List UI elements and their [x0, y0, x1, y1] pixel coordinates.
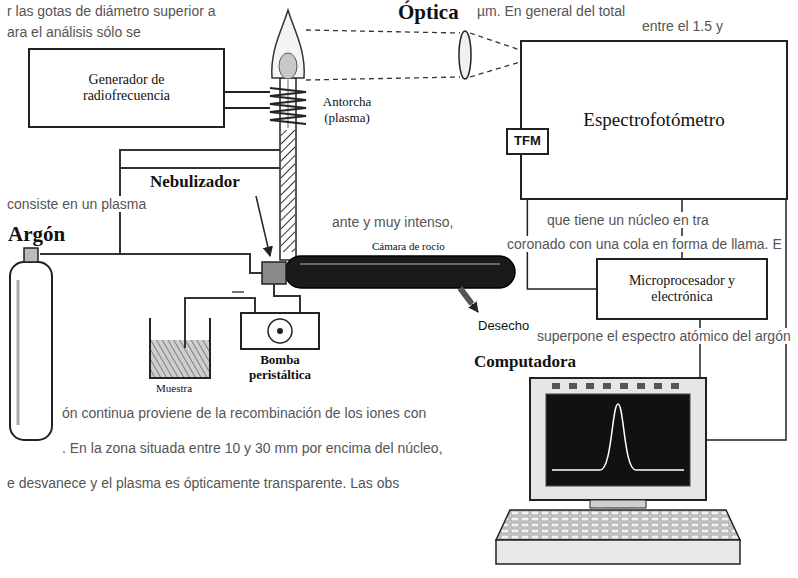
optical-path-part	[306, 30, 460, 33]
drain-part	[460, 288, 472, 304]
computer-part	[546, 394, 690, 486]
optical-path-part	[306, 77, 460, 80]
screen-icon	[637, 383, 645, 389]
computer-part	[530, 378, 706, 500]
computer-part	[496, 540, 740, 564]
pointer-arrow	[256, 196, 270, 256]
rf-wires-part	[225, 107, 270, 109]
page-text: ante y muy intenso,	[330, 214, 455, 230]
lens	[459, 31, 471, 79]
spectrometer-box: Espectrofotómetro	[520, 40, 788, 200]
argon-cylinder-part	[10, 262, 52, 440]
torch-part	[272, 10, 304, 78]
pump-housing	[240, 312, 320, 350]
sample-beaker-part	[151, 340, 209, 377]
argon-cylinder-part	[24, 248, 38, 262]
optical-path-part	[470, 33, 520, 50]
spray-chamber	[285, 256, 515, 288]
node-text: Espectrofotómetro	[583, 109, 724, 131]
page-text: e desvanece y el plasma es ópticamente t…	[5, 475, 401, 491]
optical-path-part	[470, 62, 520, 77]
torch-part	[270, 88, 306, 124]
mark	[232, 291, 244, 293]
torch-part	[279, 53, 297, 79]
section-label: Óptica	[398, 0, 459, 25]
page-text: r las gotas de diámetro superior a	[5, 3, 218, 19]
processor-box: Microprocesador y electrónica	[596, 258, 768, 320]
torch-part	[281, 130, 295, 252]
drain-part	[472, 304, 478, 312]
page-text: ón continua proviene de la recombinación…	[60, 405, 428, 421]
screen-icon	[569, 383, 577, 389]
optical-path	[306, 30, 520, 80]
computer-part	[496, 510, 740, 540]
gas-lines-part	[120, 167, 280, 169]
part-label: Muestra	[156, 382, 192, 394]
rotor	[268, 319, 292, 343]
node-text: Generador de radiofrecuencia	[67, 72, 187, 104]
page-text: . En la zona situada entre 10 y 30 mm po…	[60, 440, 445, 456]
screen-icon	[620, 383, 628, 389]
page-text: coronado con una cola en forma de llama.…	[505, 236, 784, 252]
screen-icon	[586, 383, 594, 389]
pump-box: Bomba peristáltica	[232, 312, 328, 383]
pump-rotor	[242, 314, 318, 348]
screen-icon	[552, 383, 560, 389]
detector-box: TFM	[506, 128, 549, 155]
rf-wires-part	[225, 91, 270, 93]
part-label: Nebulizador	[150, 172, 240, 192]
drain	[460, 288, 478, 312]
computer-part	[590, 500, 646, 508]
spray-chamber-part	[285, 256, 515, 288]
computer	[496, 378, 740, 564]
rotor-hub	[277, 328, 283, 334]
torch-part	[288, 80, 289, 128]
part-label: Desecho	[478, 318, 529, 333]
page-text: entre el 1.5 y	[640, 18, 725, 34]
node-text: TFM	[514, 134, 541, 149]
page-text: µm. En general del total	[475, 3, 627, 19]
part-label: Cámara de rocío	[372, 240, 445, 252]
page-text: que tiene un núcleo en tra	[545, 212, 711, 228]
page-text: superpone el espectro atómico del argón	[535, 328, 793, 344]
nebulizer	[262, 262, 286, 284]
node-text: Bomba peristáltica	[235, 353, 325, 383]
node-text: Microprocesador y electrónica	[617, 273, 747, 305]
screen-icon	[654, 383, 662, 389]
part-label: Argón	[8, 222, 65, 247]
sample-beaker-part	[150, 318, 210, 378]
computer-part	[552, 383, 679, 389]
sample-beaker	[150, 318, 210, 378]
gas-lines-part	[120, 254, 262, 273]
part-label: Antorcha (plasma)	[312, 94, 382, 126]
screen-icon	[603, 383, 611, 389]
page-text: consiste en un plasma	[5, 196, 148, 212]
torch	[270, 10, 306, 260]
argon-cylinder-part	[17, 280, 20, 425]
part-label: Computadora	[474, 352, 576, 372]
argon-cylinder	[10, 248, 52, 440]
computer-part	[552, 404, 684, 470]
page-text: ara el análisis sólo se	[5, 24, 143, 40]
rf-wires	[225, 92, 270, 108]
generator-box: Generador de radiofrecuencia	[28, 48, 225, 128]
screen-icon	[671, 383, 679, 389]
spray-chamber-part	[300, 263, 500, 265]
sample-tubing-part	[274, 284, 300, 312]
